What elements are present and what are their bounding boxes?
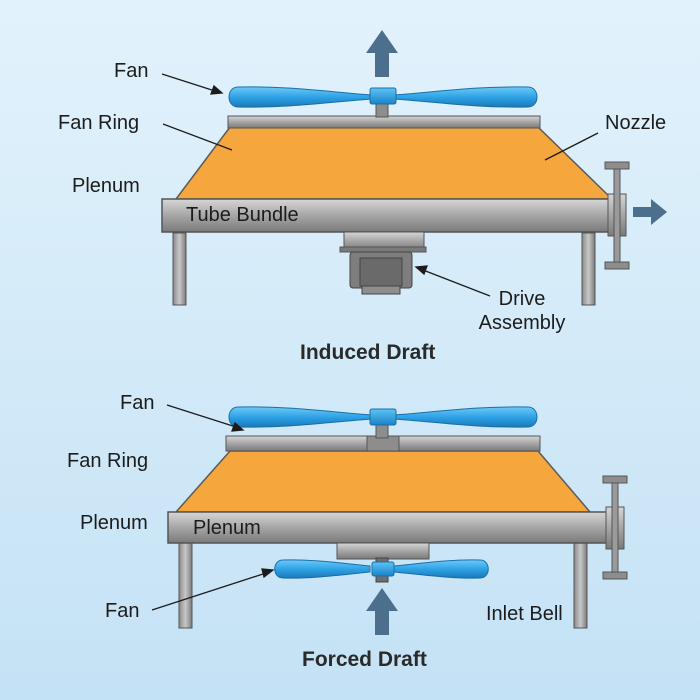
induced-nozzle <box>604 161 630 270</box>
label-drive-line2: Assembly <box>478 312 566 334</box>
leader-fan-line <box>161 73 216 92</box>
leader-drive-line <box>422 269 491 297</box>
label-forced-plenum-inner: Plenum <box>193 517 261 539</box>
leader-forced-fan-top-arrowhead <box>231 421 245 432</box>
caption-forced-draft: Forced Draft <box>302 648 427 671</box>
inlet-arrow-icon <box>366 588 398 635</box>
induced-plenum <box>174 126 614 200</box>
forced-draft-unit <box>167 406 628 635</box>
label-forced-fan-ring: Fan Ring <box>67 450 149 472</box>
leader-fan-arrowhead <box>210 84 224 95</box>
forced-leg-left <box>178 542 193 629</box>
label-forced-plenum-outer: Plenum <box>80 512 148 534</box>
induced-leader-lines <box>161 73 599 297</box>
label-drive-line1: Drive <box>498 288 546 310</box>
forced-drive-housing <box>336 542 430 560</box>
label-nozzle: Nozzle <box>605 112 667 134</box>
leader-forced-fan-bottom-line <box>151 572 267 611</box>
leader-drive-arrowhead <box>414 265 428 276</box>
forced-bottom-fan-blade-left <box>274 559 371 579</box>
induced-fan-ring <box>227 115 541 129</box>
induced-fan-blade-right <box>393 86 538 108</box>
forced-tube-bundle <box>167 511 609 544</box>
label-fan: Fan <box>114 60 149 82</box>
label-tube-bundle: Tube Bundle <box>186 204 299 226</box>
leader-forced-fan-top-line <box>166 404 237 428</box>
label-fan-ring: Fan Ring <box>58 112 140 134</box>
induced-leg-left <box>172 232 187 306</box>
leader-fan-ring-line <box>162 123 233 151</box>
forced-top-fan-shaft <box>375 423 389 439</box>
forced-top-fan-blade-right <box>393 406 538 428</box>
label-forced-fan-bottom: Fan <box>105 600 140 622</box>
forced-bottom-fan-hub <box>371 561 395 577</box>
forced-plenum <box>174 450 592 513</box>
induced-leg-right <box>581 232 596 306</box>
forced-bottom-fan-blade-right <box>393 559 489 579</box>
label-inlet-bell: Inlet Bell <box>486 603 563 625</box>
forced-leg-right <box>573 542 588 629</box>
forced-top-fan-hub <box>369 408 397 426</box>
label-forced-fan-top: Fan <box>120 392 155 414</box>
label-plenum: Plenum <box>72 175 140 197</box>
outlet-arrow-icon <box>633 199 667 225</box>
forced-top-fan-blade-left <box>228 406 373 428</box>
label-drive-assembly: Drive Assembly <box>467 287 577 335</box>
induced-fan-blade-left <box>228 86 373 108</box>
leader-nozzle-line <box>544 132 599 161</box>
induced-draft-unit <box>161 30 667 306</box>
forced-leader-lines <box>151 404 275 611</box>
forced-nozzle <box>602 475 628 580</box>
leader-forced-fan-bottom-arrowhead <box>261 568 275 579</box>
induced-fan-hub <box>369 87 397 105</box>
caption-induced-draft: Induced Draft <box>300 341 436 364</box>
induced-drive-assembly <box>339 231 427 295</box>
exhaust-arrow-icon <box>366 30 398 77</box>
